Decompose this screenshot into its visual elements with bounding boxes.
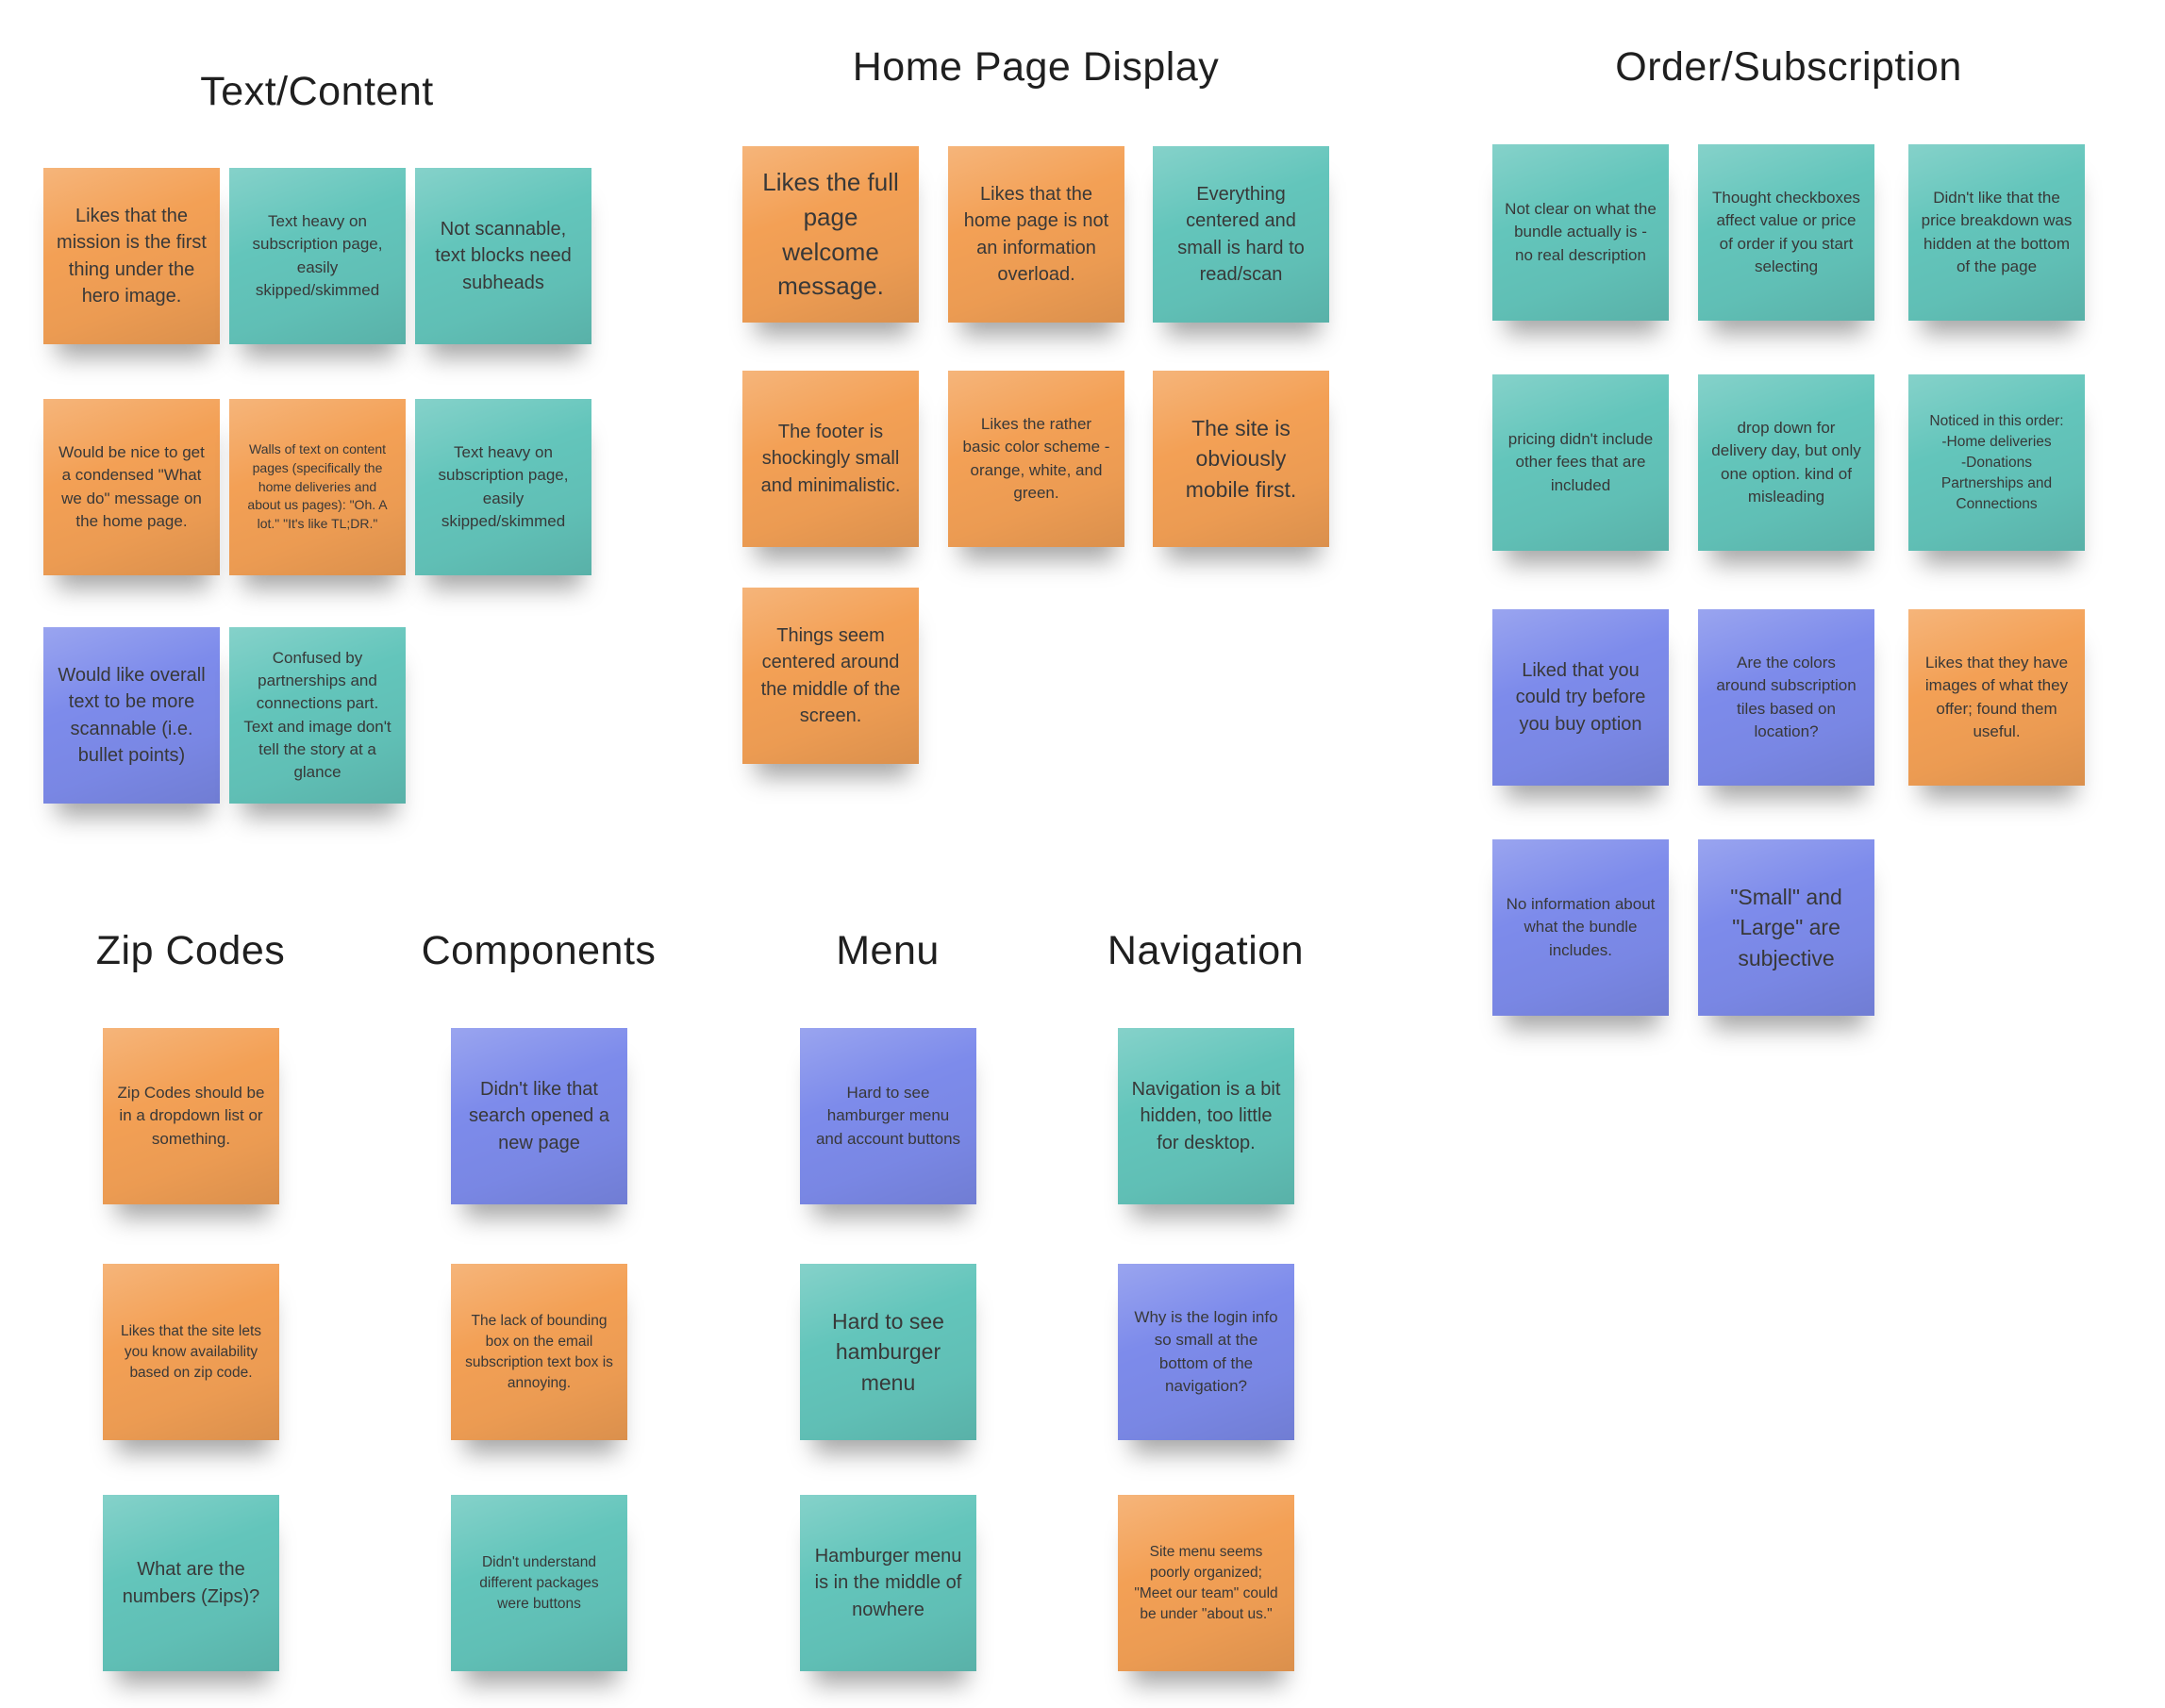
sticky-note-text: Site menu seems poorly organized; "Meet … [1134,1543,1278,1622]
sticky-note[interactable]: Didn't like that the price breakdown was… [1908,144,2085,321]
sticky-note-text: Why is the login info so small at the bo… [1134,1308,1278,1395]
section-title-text-content[interactable]: Text/Content [200,69,434,114]
sticky-note[interactable]: pricing didn't include other fees that a… [1492,374,1669,551]
sticky-note-text: Likes that the home page is not an infor… [963,183,1109,285]
sticky-note-text: Navigation is a bit hidden, too little f… [1131,1078,1281,1153]
sticky-note[interactable]: drop down for delivery day, but only one… [1698,374,1874,551]
sticky-note[interactable]: Text heavy on subscription page, easily … [229,168,406,344]
sticky-note[interactable]: Hard to see hamburger menu [800,1264,976,1440]
sticky-note-text: Would be nice to get a condensed "What w… [58,443,205,530]
sticky-note-text: Confused by partnerships and connections… [243,649,391,781]
sticky-note[interactable]: What are the numbers (Zips)? [103,1495,279,1671]
sticky-note-text: Thought checkboxes affect value or price… [1712,189,1860,275]
sticky-note[interactable]: Liked that you could try before you buy … [1492,609,1669,786]
sticky-note-text: "Small" and "Large" are subjective [1730,884,1842,970]
sticky-note-text: Would like overall text to be more scann… [58,664,206,766]
sticky-note-text: Everything centered and small is hard to… [1177,183,1305,285]
sticky-note-text: The lack of bounding box on the email su… [465,1312,613,1391]
sticky-note-text: Hard to see hamburger menu [832,1308,944,1395]
section-title-zip-codes[interactable]: Zip Codes [95,928,286,973]
sticky-note-text: Are the colors around subscription tiles… [1716,654,1857,740]
sticky-note[interactable]: Are the colors around subscription tiles… [1698,609,1874,786]
sticky-note[interactable]: Likes the full page welcome message. [742,146,919,323]
sticky-note[interactable]: Things seem centered around the middle o… [742,588,919,764]
sticky-note-text: The site is obviously mobile first. [1185,415,1297,502]
sticky-note[interactable]: Zip Codes should be in a dropdown list o… [103,1028,279,1204]
sticky-note[interactable]: The footer is shockingly small and minim… [742,371,919,547]
sticky-note-text: Liked that you could try before you buy … [1515,659,1646,735]
sticky-note-text: Hard to see hamburger menu and account b… [815,1084,961,1148]
sticky-note-text: Things seem centered around the middle o… [760,624,901,726]
sticky-note-text: Zip Codes should be in a dropdown list o… [117,1084,265,1148]
section-title-order-subscription[interactable]: Order/Subscription [1615,44,1962,90]
sticky-note[interactable]: Confused by partnerships and connections… [229,627,406,804]
sticky-note-text: No information about what the bundle inc… [1506,895,1656,959]
sticky-note[interactable]: "Small" and "Large" are subjective [1698,839,1874,1016]
sticky-note-text: The footer is shockingly small and minim… [760,421,901,496]
sticky-note[interactable]: Navigation is a bit hidden, too little f… [1118,1028,1294,1204]
section-title-components[interactable]: Components [421,928,657,973]
section-title-navigation[interactable]: Navigation [1107,928,1305,973]
sticky-note-text: Likes the rather basic color scheme - or… [962,415,1110,502]
sticky-note[interactable]: Likes that they have images of what they… [1908,609,2085,786]
sticky-note[interactable]: Didn't understand different packages wer… [451,1495,627,1671]
sticky-note-text: Likes that they have images of what they… [1924,654,2069,740]
sticky-note[interactable]: The lack of bounding box on the email su… [451,1264,627,1440]
sticky-note[interactable]: Site menu seems poorly organized; "Meet … [1118,1495,1294,1671]
sticky-note-text: Likes that the site lets you know availa… [120,1322,262,1381]
sticky-note-text: pricing didn't include other fees that a… [1507,430,1654,494]
sticky-note-text: drop down for delivery day, but only one… [1711,419,1861,506]
sticky-note-text: Likes the full page welcome message. [762,167,899,301]
sticky-note-text: What are the numbers (Zips)? [122,1559,260,1607]
sticky-note[interactable]: Likes that the home page is not an infor… [948,146,1124,323]
sticky-note[interactable]: Not clear on what the bundle actually is… [1492,144,1669,321]
sticky-note-text: Not clear on what the bundle actually is… [1505,200,1657,264]
section-title-home-page-display[interactable]: Home Page Display [852,44,1220,90]
sticky-note[interactable]: Hamburger menu is in the middle of nowhe… [800,1495,976,1671]
sticky-note-text: Didn't like that the price breakdown was… [1921,189,2073,275]
sticky-note-text: Walls of text on content pages (specific… [247,440,388,532]
sticky-note-text: Didn't like that search opened a new pag… [468,1078,609,1153]
sticky-note[interactable]: Walls of text on content pages (specific… [229,399,406,575]
sticky-note[interactable]: Everything centered and small is hard to… [1153,146,1329,323]
sticky-note[interactable]: Likes that the mission is the first thin… [43,168,220,344]
sticky-note[interactable]: No information about what the bundle inc… [1492,839,1669,1016]
sticky-note-text: Not scannable, text blocks need subheads [435,218,572,293]
sticky-note[interactable]: Likes the rather basic color scheme - or… [948,371,1124,547]
sticky-note-text: Noticed in this order: -Home deliveries … [1929,412,2064,512]
sticky-note-text: Likes that the mission is the first thin… [57,205,207,307]
sticky-note-text: Hamburger menu is in the middle of nowhe… [814,1545,962,1620]
sticky-note[interactable]: Likes that the site lets you know availa… [103,1264,279,1440]
sticky-note[interactable]: Didn't like that search opened a new pag… [451,1028,627,1204]
sticky-note-text: Text heavy on subscription page, easily … [438,443,569,530]
sticky-note[interactable]: Thought checkboxes affect value or price… [1698,144,1874,321]
sticky-note[interactable]: Not scannable, text blocks need subheads [415,168,591,344]
sticky-note[interactable]: Text heavy on subscription page, easily … [415,399,591,575]
sticky-note[interactable]: Noticed in this order: -Home deliveries … [1908,374,2085,551]
sticky-note-text: Text heavy on subscription page, easily … [252,212,383,299]
sticky-note[interactable]: Would be nice to get a condensed "What w… [43,399,220,575]
sticky-note[interactable]: Why is the login info so small at the bo… [1118,1264,1294,1440]
sticky-note[interactable]: The site is obviously mobile first. [1153,371,1329,547]
sticky-note[interactable]: Would like overall text to be more scann… [43,627,220,804]
sticky-note[interactable]: Hard to see hamburger menu and account b… [800,1028,976,1204]
section-title-menu[interactable]: Menu [836,928,940,973]
sticky-note-text: Didn't understand different packages wer… [479,1553,599,1612]
